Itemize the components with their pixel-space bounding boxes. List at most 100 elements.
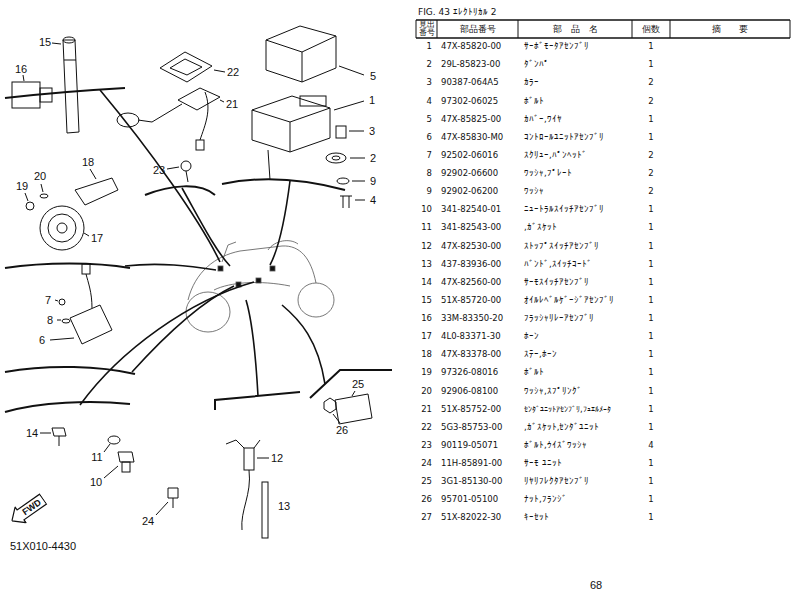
small-parts-2-3-4-9 (336, 126, 346, 138)
small-parts-2-3-4-9 (337, 178, 349, 184)
part-number: 5G3-85753-00 (441, 423, 502, 433)
part-name: ｵｲﾙﾚﾍﾞﾙｹﾞｰｼﾞｱｾﾝﾌﾞﾘ (524, 296, 614, 306)
part-name: ﾜｯｼｬ (524, 187, 544, 197)
part-number: 11H-85891-00 (441, 459, 502, 469)
relay-16 (40, 88, 52, 102)
sender-21 (196, 140, 204, 150)
switches-10-11-14-24 (173, 498, 174, 508)
part-name: ｾﾝﾀﾞﾕﾆｯﾄｱｾﾝﾌﾞﾘ,ﾌｭｴﾙﾒｰﾀ (524, 405, 611, 415)
part-number: 4L0-83371-30 (441, 332, 501, 342)
stop-switch-12-13 (226, 440, 260, 448)
part-number: 47X-83378-00 (441, 350, 501, 360)
callout-number: 23 (153, 164, 165, 177)
part-number: 90387-064A5 (441, 78, 499, 88)
group-curves (222, 179, 345, 190)
part-name: ﾎﾞﾙﾄ (524, 97, 544, 107)
table-rules (518, 20, 519, 38)
item-number: 13 (421, 260, 432, 270)
part-number: 437-83936-00 (441, 260, 501, 270)
callout-number: 12 (271, 452, 283, 465)
table-rules (416, 37, 790, 39)
stop-switch-12-13 (244, 448, 254, 470)
switches-10-11-14-24 (156, 502, 168, 515)
quantity: 1 (648, 332, 653, 342)
table-header: 部品番号 (460, 24, 496, 34)
part-name: ｻｰﾓ ﾕﾆｯﾄ (524, 459, 562, 469)
reflector-25-26 (335, 394, 372, 424)
part-name: ｻｰﾓｽｲｯﾁｱｾﾝﾌﾞﾘ (524, 278, 589, 288)
relay-16 (23, 75, 24, 81)
part-name: ﾆｭｰﾄﾗﾙｽｲｯﾁｱｾﾝﾌﾞﾘ (524, 205, 604, 215)
part-name: ﾎｰﾝ (524, 332, 539, 342)
part-name: ｽﾄｯﾌﾟｽｲｯﾁｱｾﾝﾌﾞﾘ (524, 242, 599, 252)
horn-17-20 (84, 233, 89, 236)
item-number: 6 (427, 133, 432, 143)
quantity: 1 (648, 278, 653, 288)
switches-10-11-14-24 (118, 452, 134, 462)
quantity: 2 (648, 187, 653, 197)
item-number: 24 (421, 459, 432, 469)
small-parts-2-3-4-9 (326, 126, 365, 208)
part-number: 51X-82022-30 (441, 513, 501, 523)
part-name: ｻｰﾎﾞﾓｰﾀｱｾﾝﾌﾞﾘ (524, 42, 589, 52)
quantity: 1 (648, 60, 653, 70)
part-number: 33M-83350-20 (441, 314, 503, 324)
gasket-22 (170, 59, 202, 75)
part-number: 341-82543-00 (441, 223, 501, 233)
item-number: 20 (421, 387, 432, 397)
item-number: 10 (421, 205, 432, 215)
item-number: 17 (421, 332, 432, 342)
part-number: 92902-06200 (441, 187, 498, 197)
quantity: 1 (648, 350, 653, 360)
part-number: 51X-85752-00 (441, 405, 501, 415)
small-parts-2-3-4-9 (349, 131, 364, 132)
quantity: 1 (648, 423, 653, 433)
quantity: 1 (648, 477, 653, 487)
table-rules (416, 20, 790, 38)
arrow-shape (6, 491, 48, 528)
sender-21 (117, 88, 224, 150)
quantity: 1 (648, 314, 653, 324)
reflector-25-26 (352, 391, 355, 396)
group-curves (5, 402, 130, 412)
small-parts-2-3-4-9 (326, 153, 346, 163)
group-lines (132, 286, 234, 372)
gasket-22 (214, 70, 225, 72)
switches-10-11-14-24 (104, 466, 118, 478)
unit-6-8 (57, 320, 61, 321)
quantity: 1 (648, 42, 653, 52)
quantity: 2 (648, 97, 653, 107)
callout-number: 1 (369, 94, 375, 107)
unit-6-8 (86, 274, 92, 308)
control-unit-1 (252, 96, 330, 152)
horn-17-20 (25, 169, 118, 250)
table-rules (632, 20, 633, 38)
group-curves (5, 264, 130, 269)
relay-16 (12, 75, 52, 108)
part-number: 29L-85823-00 (441, 60, 500, 70)
control-unit-1 (268, 150, 270, 180)
part-name: ﾜｯｼｬ,ﾌﾟﾚｰﾄ (524, 169, 572, 179)
callout-number: 3 (369, 125, 375, 138)
control-unit-1 (334, 101, 364, 110)
unit-6-8 (70, 305, 112, 344)
switches-10-11-14-24 (40, 433, 51, 434)
part-number: 341-82540-01 (441, 205, 501, 215)
callout-number: 2 (370, 152, 376, 165)
item-number: 5 (427, 115, 432, 125)
horn-17-20 (41, 184, 43, 192)
table-rules (416, 20, 417, 38)
callout-number: 25 (352, 378, 364, 391)
reflector-25-26 (333, 414, 340, 423)
oil-gauge-15 (52, 37, 79, 133)
item-number: 12 (421, 242, 432, 252)
bolt-23 (167, 167, 179, 169)
sender-21 (220, 100, 224, 102)
sender-21 (138, 104, 182, 122)
item-number: 26 (421, 495, 432, 505)
callout-number: 18 (82, 156, 94, 169)
small-parts-2-3-4-9 (355, 200, 365, 201)
group-lines (246, 300, 258, 396)
